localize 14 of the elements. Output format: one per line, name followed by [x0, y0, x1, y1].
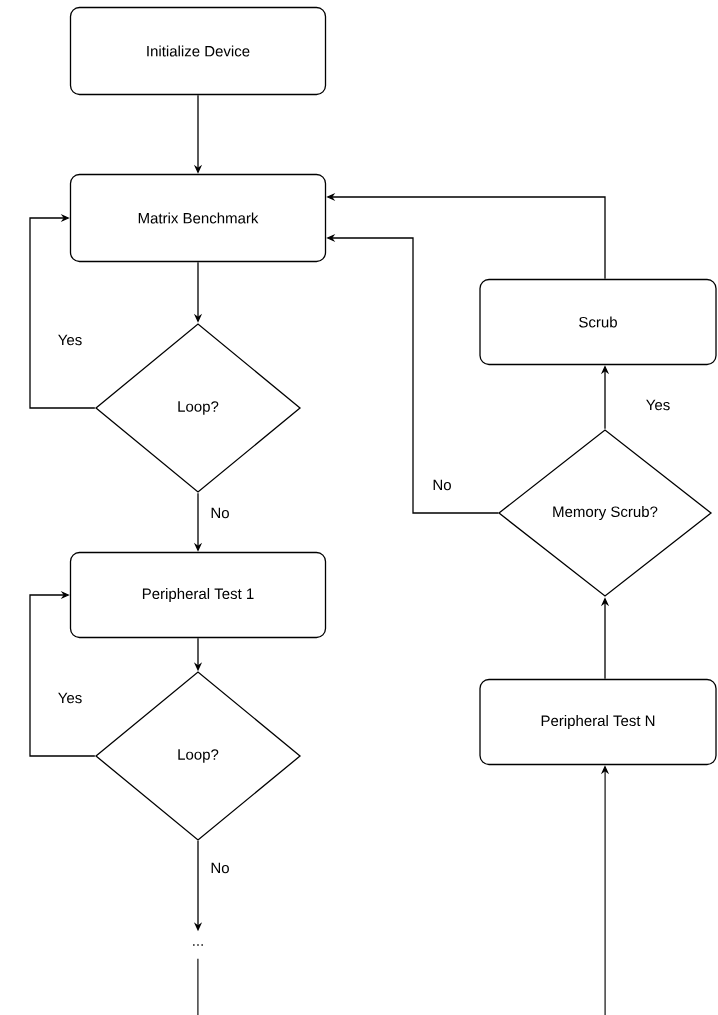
edge-label: Yes: [58, 692, 82, 704]
edge-label: No: [433, 479, 451, 491]
process-box: Peripheral Test N: [479, 678, 717, 766]
edge-label: Yes: [58, 334, 82, 346]
ellipsis-text: ...: [193, 944, 203, 946]
process-box: Scrub: [479, 278, 717, 366]
edge-label: No: [211, 507, 229, 519]
arrow: [29, 213, 96, 409]
process-box: Peripheral Test 1: [69, 551, 327, 639]
process-box: Matrix Benchmark: [69, 173, 327, 263]
process-box: Initialize Device: [69, 6, 327, 96]
arrow: [29, 590, 96, 757]
edge-label: No: [211, 862, 229, 874]
edge-label: Yes: [646, 399, 670, 411]
